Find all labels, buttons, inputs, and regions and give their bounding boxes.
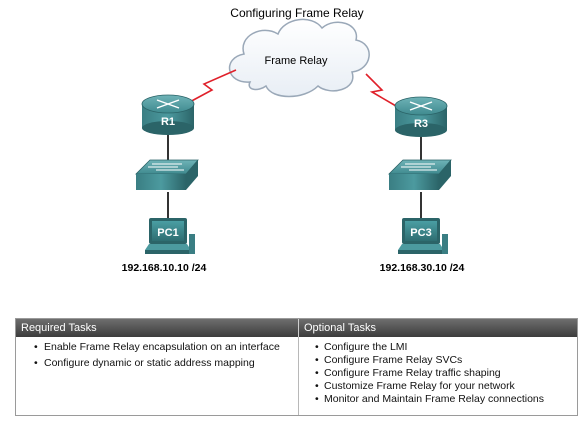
cloud-label: Frame Relay [265,55,328,67]
list-item: Configure the LMI [299,341,577,354]
diagram-title: Configuring Frame Relay [230,6,363,20]
tasks-table-header: Required Tasks Optional Tasks [16,319,577,337]
list-item: Customize Frame Relay for your network [299,380,577,393]
switch-arrows-icon [401,163,437,171]
optional-tasks-header: Optional Tasks [304,322,376,334]
switch-arrows-icon [148,163,184,171]
pc3-ip-address: 192.168.30.10 /24 [380,262,465,274]
router-arrows-icon [409,101,433,111]
optional-tasks-column: Configure the LMI Configure Frame Relay … [299,337,577,415]
tasks-table: Required Tasks Optional Tasks Enable Fra… [15,318,578,416]
pc-label: PC3 [410,227,431,239]
wan-link-r3 [365,73,397,107]
list-item: Enable Frame Relay encapsulation on an i… [16,341,298,354]
switch-1[interactable] [135,159,199,190]
router-label: R3 [414,118,428,130]
pc-label: PC1 [157,227,178,239]
list-item: Monitor and Maintain Frame Relay connect… [299,393,577,406]
pc1[interactable]: PC1 [145,218,195,254]
router-label: R1 [161,116,175,128]
list-item: Configure Frame Relay traffic shaping [299,367,577,380]
required-tasks-header: Required Tasks [16,319,299,337]
list-item: Configure dynamic or static address mapp… [16,357,298,370]
wan-link-r1 [185,69,237,105]
required-tasks-column: Enable Frame Relay encapsulation on an i… [16,337,299,415]
list-item: Configure Frame Relay SVCs [299,354,577,367]
router-r1[interactable]: R1 [141,94,195,135]
switch-3[interactable] [388,159,452,190]
router-r3[interactable]: R3 [394,96,448,137]
pc1-ip-address: 192.168.10.10 /24 [122,262,207,274]
frame-relay-cloud: Frame Relay [228,18,370,98]
pc3[interactable]: PC3 [398,218,448,254]
router-arrows-icon [156,99,180,109]
